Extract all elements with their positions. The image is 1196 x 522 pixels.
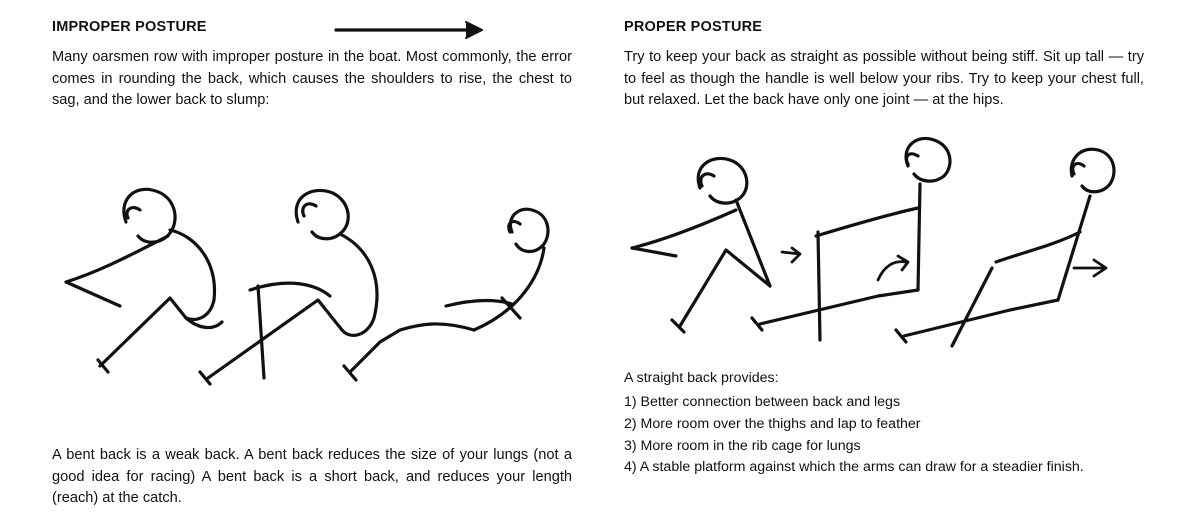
- benefit-item: 2) More room over the thighs and lap to …: [624, 415, 921, 432]
- rower-figure-drive-straight: [750, 136, 952, 342]
- benefit-item: 4) A stable platform against which the a…: [624, 459, 1084, 476]
- benefit-item: 3) More room in the rib cage for lungs: [624, 437, 861, 454]
- improper-posture-heading: IMPROPER POSTURE: [52, 19, 207, 35]
- rower-figure-finish-slumped: [342, 207, 550, 382]
- improper-posture-intro: Many oarsmen row with improper posture i…: [52, 49, 572, 108]
- rower-figure-drive-rounded: [198, 189, 379, 386]
- proper-posture-heading: PROPER POSTURE: [624, 19, 763, 35]
- proper-posture-intro: Try to keep your back as straight as pos…: [624, 49, 1144, 108]
- benefit-item: 1) Better connection between back and le…: [624, 394, 901, 410]
- bent-back-caption: A bent back is a weak back. A bent back …: [52, 447, 572, 506]
- upward-arrow-icon: [876, 254, 910, 282]
- backward-arrow-icon: [1072, 258, 1108, 278]
- forward-arrow-icon: [780, 246, 802, 264]
- rower-figure-catch-straight: [630, 156, 772, 334]
- benefits-intro: A straight back provides:: [624, 370, 779, 386]
- rower-figure-finish-straight: [894, 147, 1116, 348]
- rower-figure-catch-rounded: [64, 187, 224, 374]
- benefits-list: 1) Better connection between back and le…: [624, 392, 1084, 479]
